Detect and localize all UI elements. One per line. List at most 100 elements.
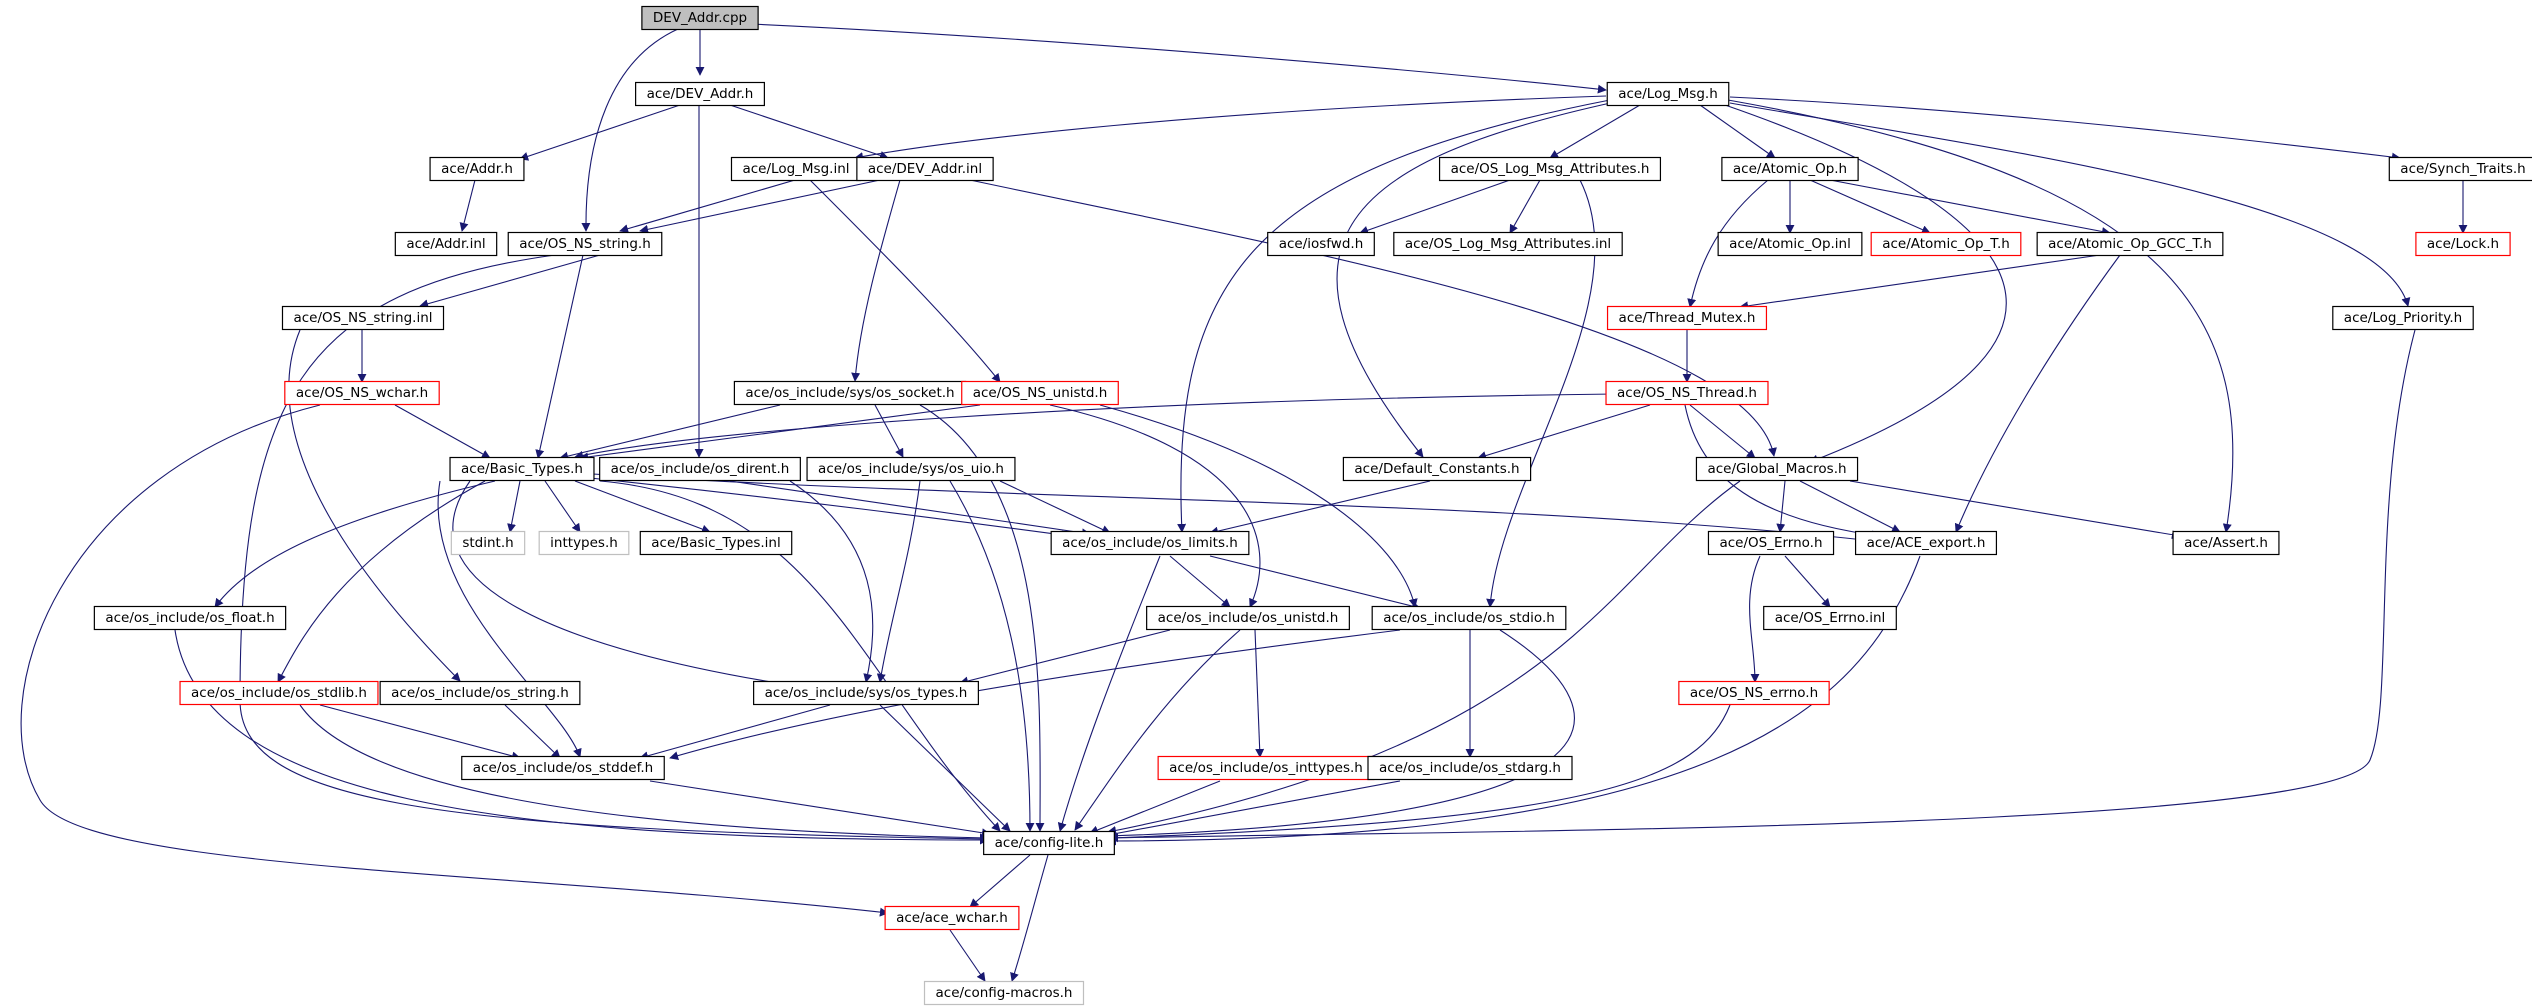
edge-oslimitsh-configliteh <box>1057 555 1161 832</box>
node-addr-inl[interactable]: ace/Addr.inl <box>394 231 498 257</box>
node-os-inttypes-h[interactable]: ace/os_include/os_inttypes.h <box>1157 755 1375 781</box>
node-os-stdio-h[interactable]: ace/os_include/os_stdio.h <box>1371 605 1567 631</box>
edge-osnsthreadh-globalmacrosh <box>1689 404 1756 459</box>
edge-logmsgh-asserth <box>1727 99 2234 533</box>
node-ace-export-h[interactable]: ace/ACE_export.h <box>1854 530 1998 556</box>
node-config-lite-h[interactable]: ace/config-lite.h <box>983 830 1115 856</box>
svg-text:ace/Synch_Traits.h: ace/Synch_Traits.h <box>2400 161 2525 177</box>
node-os-ns-thread-h[interactable]: ace/OS_NS_Thread.h <box>1605 380 1769 406</box>
edge-osnsthreadh-basictypesh <box>574 393 1616 460</box>
node-os-errno-h[interactable]: ace/OS_Errno.h <box>1707 530 1835 556</box>
node-os-dirent-h[interactable]: ace/os_include/os_dirent.h <box>599 456 801 482</box>
node-os-stddef-h[interactable]: ace/os_include/os_stddef.h <box>461 755 665 781</box>
svg-text:ace/OS_NS_string.h: ace/OS_NS_string.h <box>519 236 651 252</box>
edge-globalmacrosh-configliteh <box>1107 480 1741 835</box>
node-log-msg-h[interactable]: ace/Log_Msg.h <box>1606 81 1730 107</box>
edge-osstdlibh-osstddefh <box>319 704 521 761</box>
edge-atomicopgccth-aceexporth <box>1954 254 2121 533</box>
edge-osnsthreadh-defaultconstantsh <box>1477 404 1651 460</box>
edge-osnsunistdh-osunistdh <box>1049 404 1261 608</box>
edge-oserrnoh-oserrnoinl <box>1784 555 1831 608</box>
edge-logmsgh-logpriorityh <box>1729 102 2411 307</box>
node-synch-traits-h[interactable]: ace/Synch_Traits.h <box>2388 156 2532 182</box>
node-os-ns-wchar-h[interactable]: ace/OS_NS_wchar.h <box>284 380 440 406</box>
svg-text:ace/Addr.h: ace/Addr.h <box>441 161 513 177</box>
edge-osstdargh-configliteh <box>1107 780 1401 838</box>
svg-text:ace/OS_Errno.inl: ace/OS_Errno.inl <box>1775 610 1886 626</box>
node-addr-h[interactable]: ace/Addr.h <box>429 156 525 182</box>
node-iosfwd-h[interactable]: ace/iosfwd.h <box>1267 231 1375 257</box>
node-dev-addr-h[interactable]: ace/DEV_Addr.h <box>635 81 765 107</box>
edge-logmsgh-logmsginl <box>854 95 1607 161</box>
svg-text:ace/os_include/os_inttypes.h: ace/os_include/os_inttypes.h <box>1169 760 1363 776</box>
svg-text:ace/Atomic_Op_GCC_T.h: ace/Atomic_Op_GCC_T.h <box>2048 236 2212 252</box>
node-global-macros-h[interactable]: ace/Global_Macros.h <box>1695 456 1859 482</box>
svg-text:ace/Basic_Types.h: ace/Basic_Types.h <box>461 461 583 477</box>
edge-configliteh-configmacrosh <box>1010 854 1049 982</box>
file-nodes: DEV_Addr.cpp ace/DEV_Addr.h ace/Log_Msg.… <box>93 5 2532 1006</box>
node-assert-h[interactable]: ace/Assert.h <box>2172 530 2280 556</box>
node-os-errno-inl[interactable]: ace/OS_Errno.inl <box>1763 605 1897 631</box>
edge-osstdlibh-configliteh <box>299 704 989 843</box>
node-os-stdarg-h[interactable]: ace/os_include/os_stdarg.h <box>1367 755 1573 781</box>
edge-osfloath-configliteh <box>174 629 989 845</box>
edge-ossocketh-basictypesh <box>559 404 781 461</box>
edge-defaultconstantsh-oslimitsh <box>1209 480 1431 536</box>
node-atomic-op-gcc-t-h[interactable]: ace/Atomic_Op_GCC_T.h <box>2036 231 2224 257</box>
edge-oslogmsgattrh-iosfwdh <box>1359 179 1511 235</box>
edge-ossocketh-osuioh <box>874 404 904 458</box>
node-basic-types-h[interactable]: ace/Basic_Types.h <box>449 456 595 482</box>
node-dev-addr-cpp[interactable]: DEV_Addr.cpp <box>641 5 759 31</box>
edge-osnswcharh-basictypesh <box>394 404 491 459</box>
node-os-types-h[interactable]: ace/os_include/sys/os_types.h <box>753 680 979 706</box>
edge-osinttypesh-configliteh <box>1089 780 1221 835</box>
edge-atomicoph-atomicopth <box>1809 179 1931 234</box>
edge-osnsstringh-osnsstringinl <box>419 254 601 309</box>
node-stdint-h[interactable]: stdint.h <box>450 530 526 556</box>
svg-text:ace/os_include/os_float.h: ace/os_include/os_float.h <box>105 610 274 626</box>
svg-text:ace/OS_NS_errno.h: ace/OS_NS_errno.h <box>1690 685 1818 701</box>
edge-ostypesh-osstddefh <box>639 704 831 761</box>
node-os-log-msg-attributes-inl[interactable]: ace/OS_Log_Msg_Attributes.inl <box>1393 231 1623 257</box>
node-basic-types-inl[interactable]: ace/Basic_Types.inl <box>639 530 793 556</box>
node-os-socket-h[interactable]: ace/os_include/sys/os_socket.h <box>733 380 967 406</box>
edge-basictypesh-ostypesh <box>452 480 817 693</box>
svg-text:ace/ace_wchar.h: ace/ace_wchar.h <box>896 910 1008 926</box>
node-ace-wchar-h[interactable]: ace/ace_wchar.h <box>884 905 1020 931</box>
edge-devaddrh-devaddrinl <box>729 104 889 160</box>
svg-text:ace/ACE_export.h: ace/ACE_export.h <box>1867 535 1986 551</box>
node-default-constants-h[interactable]: ace/Default_Constants.h <box>1342 456 1532 482</box>
node-lock-h[interactable]: ace/Lock.h <box>2415 231 2511 257</box>
node-dev-addr-inl[interactable]: ace/DEV_Addr.inl <box>856 156 994 182</box>
node-log-msg-inl[interactable]: ace/Log_Msg.inl <box>730 156 862 182</box>
node-os-limits-h[interactable]: ace/os_include/os_limits.h <box>1050 530 1250 556</box>
node-os-ns-errno-h[interactable]: ace/OS_NS_errno.h <box>1678 680 1830 706</box>
node-atomic-op-h[interactable]: ace/Atomic_Op.h <box>1721 156 1859 182</box>
node-os-log-msg-attributes-h[interactable]: ace/OS_Log_Msg_Attributes.h <box>1438 156 1662 182</box>
edge-osnsstringinl-osstringh <box>288 329 461 682</box>
node-os-ns-string-inl[interactable]: ace/OS_NS_string.inl <box>281 305 445 331</box>
node-thread-mutex-h[interactable]: ace/Thread_Mutex.h <box>1606 305 1768 331</box>
node-os-string-h[interactable]: ace/os_include/os_string.h <box>379 680 581 706</box>
edge-osnsthreadh-aceexporth <box>1684 404 1881 540</box>
node-os-stdlib-h[interactable]: ace/os_include/os_stdlib.h <box>179 680 379 706</box>
edge-osnsstringh-basictypesh <box>535 254 584 459</box>
edge-basictypesh-osstdlibh <box>277 480 486 683</box>
node-os-uio-h[interactable]: ace/os_include/sys/os_uio.h <box>806 456 1016 482</box>
edge-osuioh-ostypesh <box>876 480 921 683</box>
edge-logmsginl-osnsstringh <box>619 179 796 234</box>
svg-text:ace/Log_Msg.inl: ace/Log_Msg.inl <box>742 161 849 177</box>
node-config-macros-h[interactable]: ace/config-macros.h <box>923 980 1085 1006</box>
node-os-float-h[interactable]: ace/os_include/os_float.h <box>93 605 287 631</box>
edge-logmsgh-oslimitsh <box>1177 99 1611 533</box>
edge-logmsgh-atomicoph <box>1699 104 1776 159</box>
node-inttypes-h[interactable]: inttypes.h <box>538 530 630 556</box>
node-os-ns-unistd-h[interactable]: ace/OS_NS_unistd.h <box>961 380 1119 406</box>
node-os-ns-string-h[interactable]: ace/OS_NS_string.h <box>507 231 663 257</box>
node-atomic-op-t-h[interactable]: ace/Atomic_Op_T.h <box>1870 231 2022 257</box>
node-os-unistd-h[interactable]: ace/os_include/os_unistd.h <box>1146 605 1350 631</box>
edge-logpriorityh-configliteh <box>1109 329 2416 843</box>
node-log-priority-h[interactable]: ace/Log_Priority.h <box>2332 305 2474 331</box>
node-atomic-op-inl[interactable]: ace/Atomic_Op.inl <box>1717 231 1863 257</box>
